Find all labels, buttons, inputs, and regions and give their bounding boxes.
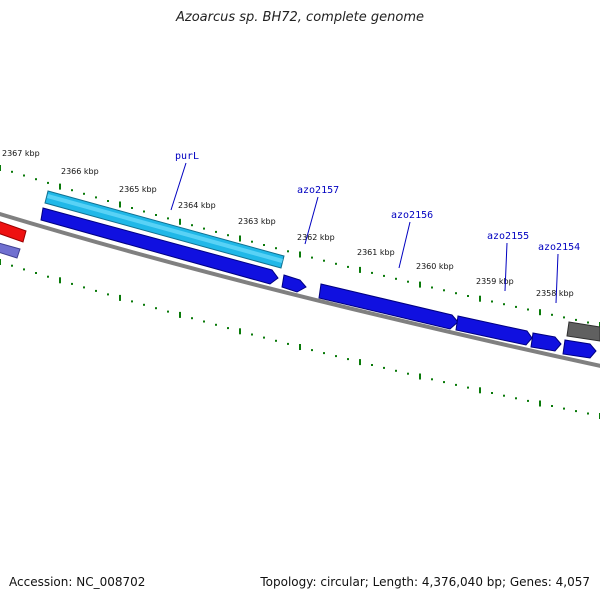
- azo2157-leader: [304, 196, 319, 245]
- tick-label: 2361 kbp: [357, 248, 395, 257]
- genome-backbone: [0, 211, 600, 368]
- tick-label: 2360 kbp: [416, 262, 454, 271]
- tick-label: 2367 kbp: [2, 149, 40, 158]
- purL-leader: [170, 162, 187, 211]
- azo2156-leader: [398, 221, 411, 269]
- genome-summary: Topology: circular; Length: 4,376,040 bp…: [260, 575, 590, 589]
- tick-label: 2366 kbp: [61, 167, 99, 176]
- outer-tick-ring: [0, 165, 600, 328]
- tick-label: 2358 kbp: [536, 289, 574, 298]
- gene-label-azo2154[interactable]: azo2154: [538, 242, 580, 253]
- tick-label: 2365 kbp: [119, 185, 157, 194]
- azo2155-leader: [504, 242, 508, 292]
- gene-labels: purL azo2157 azo2156 azo2155 azo2154: [175, 151, 580, 253]
- gene-cds-arrow-right[interactable]: [562, 339, 597, 359]
- gene-label-leaders: [170, 162, 559, 304]
- gene-label-purL[interactable]: purL: [175, 151, 199, 162]
- tick-label: 2359 kbp: [476, 277, 514, 286]
- grey-feature[interactable]: [566, 321, 600, 342]
- azo2154-leader: [555, 253, 559, 304]
- tick-label: 2363 kbp: [238, 217, 276, 226]
- gene-cds-arrow-1[interactable]: [40, 207, 279, 285]
- gene-label-azo2156[interactable]: azo2156: [391, 210, 433, 221]
- inner-tick-ring: [0, 259, 600, 419]
- map-title: Azoarcus sp. BH72, complete genome: [175, 10, 425, 25]
- tick-label: 2364 kbp: [178, 201, 216, 210]
- lavender-feature[interactable]: [0, 242, 21, 259]
- gene-azo2155-arrow[interactable]: [455, 315, 533, 346]
- tick-labels: 2367 kbp 2366 kbp 2365 kbp 2364 kbp 2363…: [2, 149, 574, 298]
- accession-label: Accession: NC_008702: [9, 575, 146, 589]
- gene-azo2154-arrow[interactable]: [530, 332, 562, 352]
- tick-label: 2362 kbp: [297, 233, 335, 242]
- gene-label-azo2157[interactable]: azo2157: [297, 185, 339, 196]
- gene-purL-arrow-shine: [47, 194, 283, 263]
- gene-azo2157-arrow[interactable]: [281, 274, 307, 293]
- gene-label-azo2155[interactable]: azo2155: [487, 231, 529, 242]
- gene-azo2156-arrow[interactable]: [318, 283, 459, 330]
- red-feature[interactable]: [0, 220, 27, 243]
